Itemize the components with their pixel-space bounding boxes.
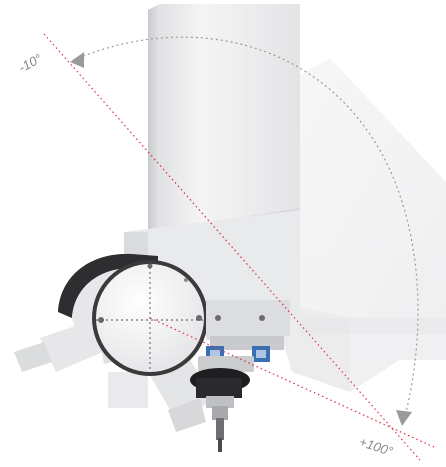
swivel-axis-line — [43, 33, 421, 461]
spindle-housing — [206, 300, 290, 362]
disc-crosshair — [96, 262, 204, 376]
arc-arrow-start — [70, 52, 84, 68]
arc-arrow-end — [396, 410, 412, 426]
swivel-range-arc — [73, 36, 419, 421]
ghost-plate — [300, 318, 446, 334]
ghost-axis-line — [149, 317, 437, 449]
spindle-tool — [190, 356, 254, 452]
